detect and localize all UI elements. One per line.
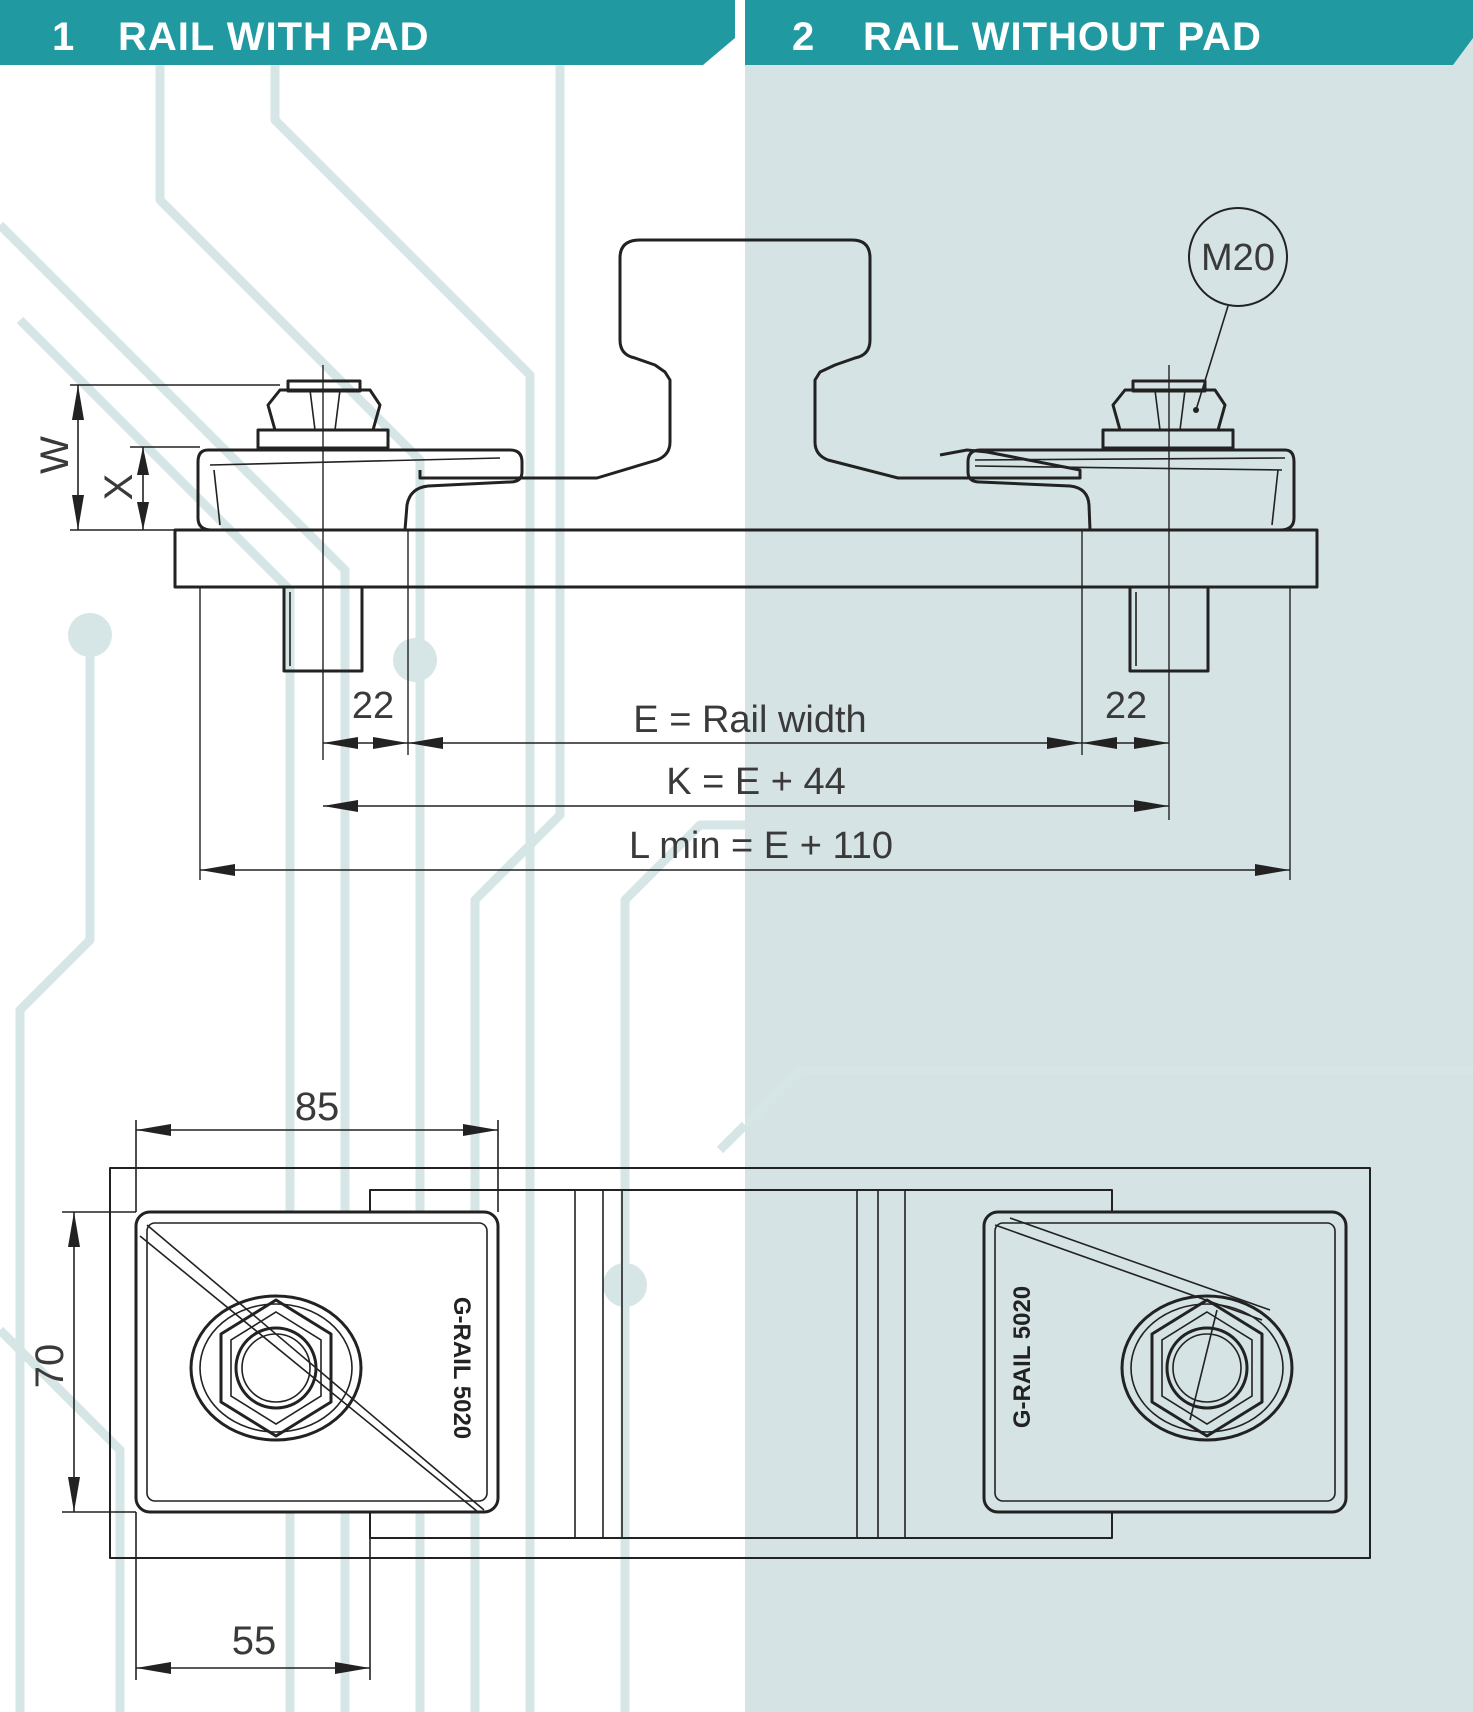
plan-view: G-RAIL 5020 G-RAIL 5020 85 70 55 bbox=[28, 1085, 1371, 1680]
l-formula-label: L min = E + 110 bbox=[629, 825, 893, 867]
right-clip-marking: G-RAIL 5020 bbox=[1009, 1286, 1036, 1428]
header-right: 2 RAIL WITHOUT PAD bbox=[745, 0, 1473, 65]
width-85-dimension: 85 bbox=[295, 1085, 340, 1129]
side-view: W X 22 22 E = Rail width K = E + 44 L mi… bbox=[33, 207, 1319, 880]
bolt-callout-circle bbox=[1188, 207, 1288, 307]
header-left-number: 1 bbox=[52, 15, 75, 59]
height-70-dimension: 70 bbox=[28, 1344, 72, 1389]
right-bolt-plan bbox=[1120, 1294, 1294, 1442]
header-right-title: RAIL WITHOUT PAD bbox=[863, 15, 1262, 59]
header-left-title: RAIL WITH PAD bbox=[118, 15, 430, 59]
left-clip-marking: G-RAIL 5020 bbox=[448, 1297, 475, 1439]
circuit-pattern-right bbox=[745, 1065, 1473, 1129]
offset-55-dimension: 55 bbox=[232, 1619, 277, 1663]
right-clip bbox=[966, 448, 1296, 532]
k-formula-label: K = E + 44 bbox=[666, 761, 846, 803]
header-right-number: 2 bbox=[792, 15, 815, 59]
x-dimension-label: X bbox=[97, 474, 141, 501]
rail-profile bbox=[418, 238, 1082, 480]
right-washer bbox=[1101, 428, 1235, 450]
bolt-size-callout: M20 bbox=[1201, 237, 1275, 279]
base-plate bbox=[173, 528, 1319, 589]
left-bolt-plan bbox=[189, 1294, 363, 1442]
e-formula-label: E = Rail width bbox=[633, 699, 866, 741]
right-clip-plan bbox=[982, 1210, 1348, 1514]
left-clip bbox=[196, 448, 524, 532]
w-dimension-label: W bbox=[33, 436, 77, 474]
right-offset-dimension: 22 bbox=[1105, 685, 1147, 727]
left-offset-dimension: 22 bbox=[352, 685, 394, 727]
plan-base-plate bbox=[109, 1167, 1371, 1559]
left-bolt-tip bbox=[286, 379, 362, 393]
header-left: 1 RAIL WITH PAD bbox=[0, 0, 735, 65]
